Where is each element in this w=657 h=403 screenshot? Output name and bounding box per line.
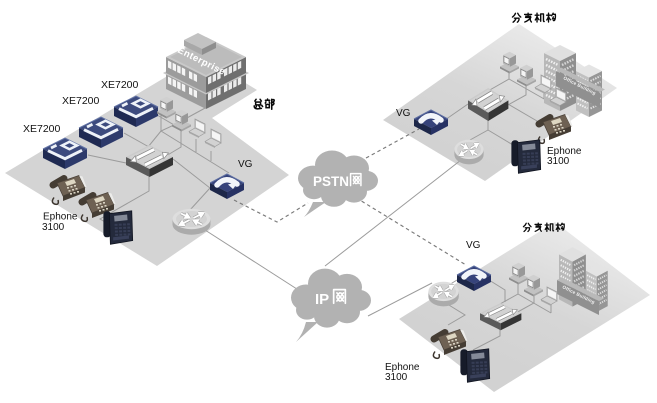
svg-text:XE7200: XE7200 bbox=[62, 95, 100, 107]
svg-text:XE7200: XE7200 bbox=[23, 123, 61, 135]
svg-text:VG: VG bbox=[466, 240, 481, 251]
svg-text:Ephone: Ephone bbox=[43, 212, 78, 223]
svg-text:IP: IP bbox=[315, 291, 329, 308]
svg-text:3100: 3100 bbox=[547, 156, 570, 167]
svg-text:VG: VG bbox=[238, 159, 253, 170]
svg-text:3100: 3100 bbox=[385, 372, 408, 383]
svg-text:Ephone: Ephone bbox=[547, 146, 582, 157]
svg-text:3100: 3100 bbox=[42, 222, 65, 233]
svg-text:Ephone: Ephone bbox=[385, 362, 420, 373]
svg-text:XE7200: XE7200 bbox=[101, 79, 139, 91]
svg-text:PSTN: PSTN bbox=[313, 174, 349, 189]
svg-text:VG: VG bbox=[396, 108, 411, 119]
